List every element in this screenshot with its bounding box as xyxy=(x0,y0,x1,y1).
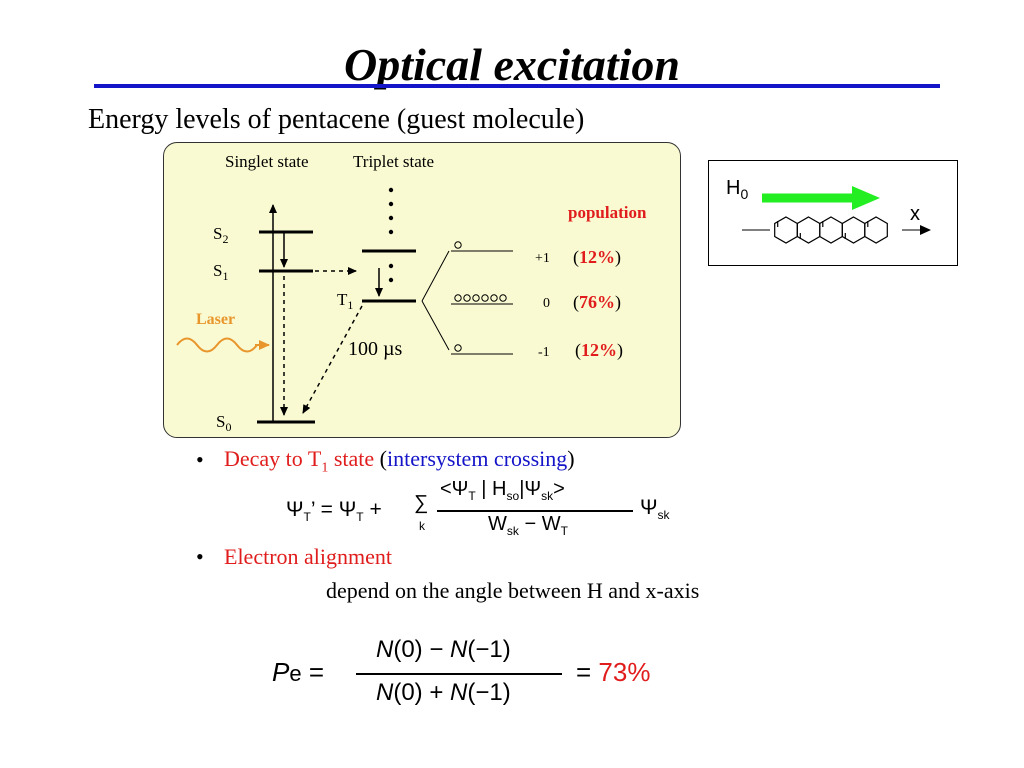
population-dot xyxy=(463,294,471,302)
s0-label: S0 xyxy=(216,412,231,434)
population-dot xyxy=(499,294,507,302)
molecule-panel xyxy=(708,160,958,266)
laser-wave xyxy=(176,337,258,353)
bullet-2-text: Electron alignment xyxy=(224,544,392,569)
formula1-denominator: Wsk − WT xyxy=(488,513,568,538)
s2-label: S2 xyxy=(213,224,228,246)
sublevel-minus1-label: -1 xyxy=(538,345,550,360)
population-plus1: (12%) xyxy=(573,247,621,268)
pentacene-molecule-figure: H0 x xyxy=(726,177,931,244)
split-line-lower xyxy=(421,300,450,351)
formula2-fraction-bar xyxy=(356,673,562,675)
population-dot xyxy=(454,241,462,249)
formula2-numerator: N(0) − N(−1) xyxy=(376,636,511,663)
bullet-marker-2: • xyxy=(196,544,204,569)
formula1-fraction-bar xyxy=(437,510,633,512)
formula2-lhs: Pe = xyxy=(272,657,325,687)
population-dot xyxy=(490,294,498,302)
pentacene-ring xyxy=(796,216,821,244)
pentacene-ring xyxy=(864,216,888,244)
population-dot xyxy=(454,294,462,302)
energy-level-diagram: Singlet state Triplet state S2 S1 S0 Las… xyxy=(176,152,647,434)
split-line-upper xyxy=(421,250,450,302)
axis-label: x xyxy=(910,203,920,225)
population-dot xyxy=(472,294,480,302)
sublevel-zero-label: 0 xyxy=(543,296,550,311)
formula1-lhs: ΨT’ = ΨT + xyxy=(286,498,382,525)
triplet-upper-dots xyxy=(388,187,394,283)
formula1-sum: ∑ xyxy=(414,492,429,514)
population-dot xyxy=(454,344,462,352)
pentacene-ring xyxy=(841,216,866,244)
pentacene-ring xyxy=(819,216,843,244)
population-header: population xyxy=(568,203,647,222)
formula1-tail: Ψsk xyxy=(640,496,670,523)
laser-label: Laser xyxy=(196,311,235,328)
lifetime-label: 100 µs xyxy=(348,338,403,360)
energy-level-panel xyxy=(163,142,681,438)
pentacene-ring xyxy=(774,216,798,244)
singlet-header: Singlet state xyxy=(225,152,309,171)
formula1-numerator: <ΨT | Hso|Ψsk> xyxy=(440,478,565,503)
slide-title: Optical excitation xyxy=(343,39,680,90)
bullet-2-detail: depend on the angle between H and x-axis xyxy=(326,578,700,603)
bullet-1-text: Decay to T1 state (intersystem crossing) xyxy=(224,446,575,476)
slide-subtitle: Energy levels of pentacene (guest molecu… xyxy=(88,104,585,135)
title-underline xyxy=(94,84,940,88)
triplet-header: Triplet state xyxy=(353,152,434,171)
field-arrow-head xyxy=(852,186,880,210)
field-label: H0 xyxy=(726,177,748,202)
pentacene-rings xyxy=(774,216,888,244)
t1-label: T1 xyxy=(337,290,353,312)
s1-label: S1 xyxy=(213,261,228,283)
formula1-sum-index: k xyxy=(419,519,425,533)
sublevel-plus1-label: +1 xyxy=(535,251,550,266)
bullet-marker-1: • xyxy=(196,447,204,472)
population-dots xyxy=(454,241,507,352)
population-zero: (76%) xyxy=(573,292,621,313)
formula2-denominator: N(0) + N(−1) xyxy=(376,679,511,706)
population-dot xyxy=(481,294,489,302)
population-minus1: (12%) xyxy=(575,340,623,361)
formula2-result: = 73% xyxy=(576,657,651,687)
